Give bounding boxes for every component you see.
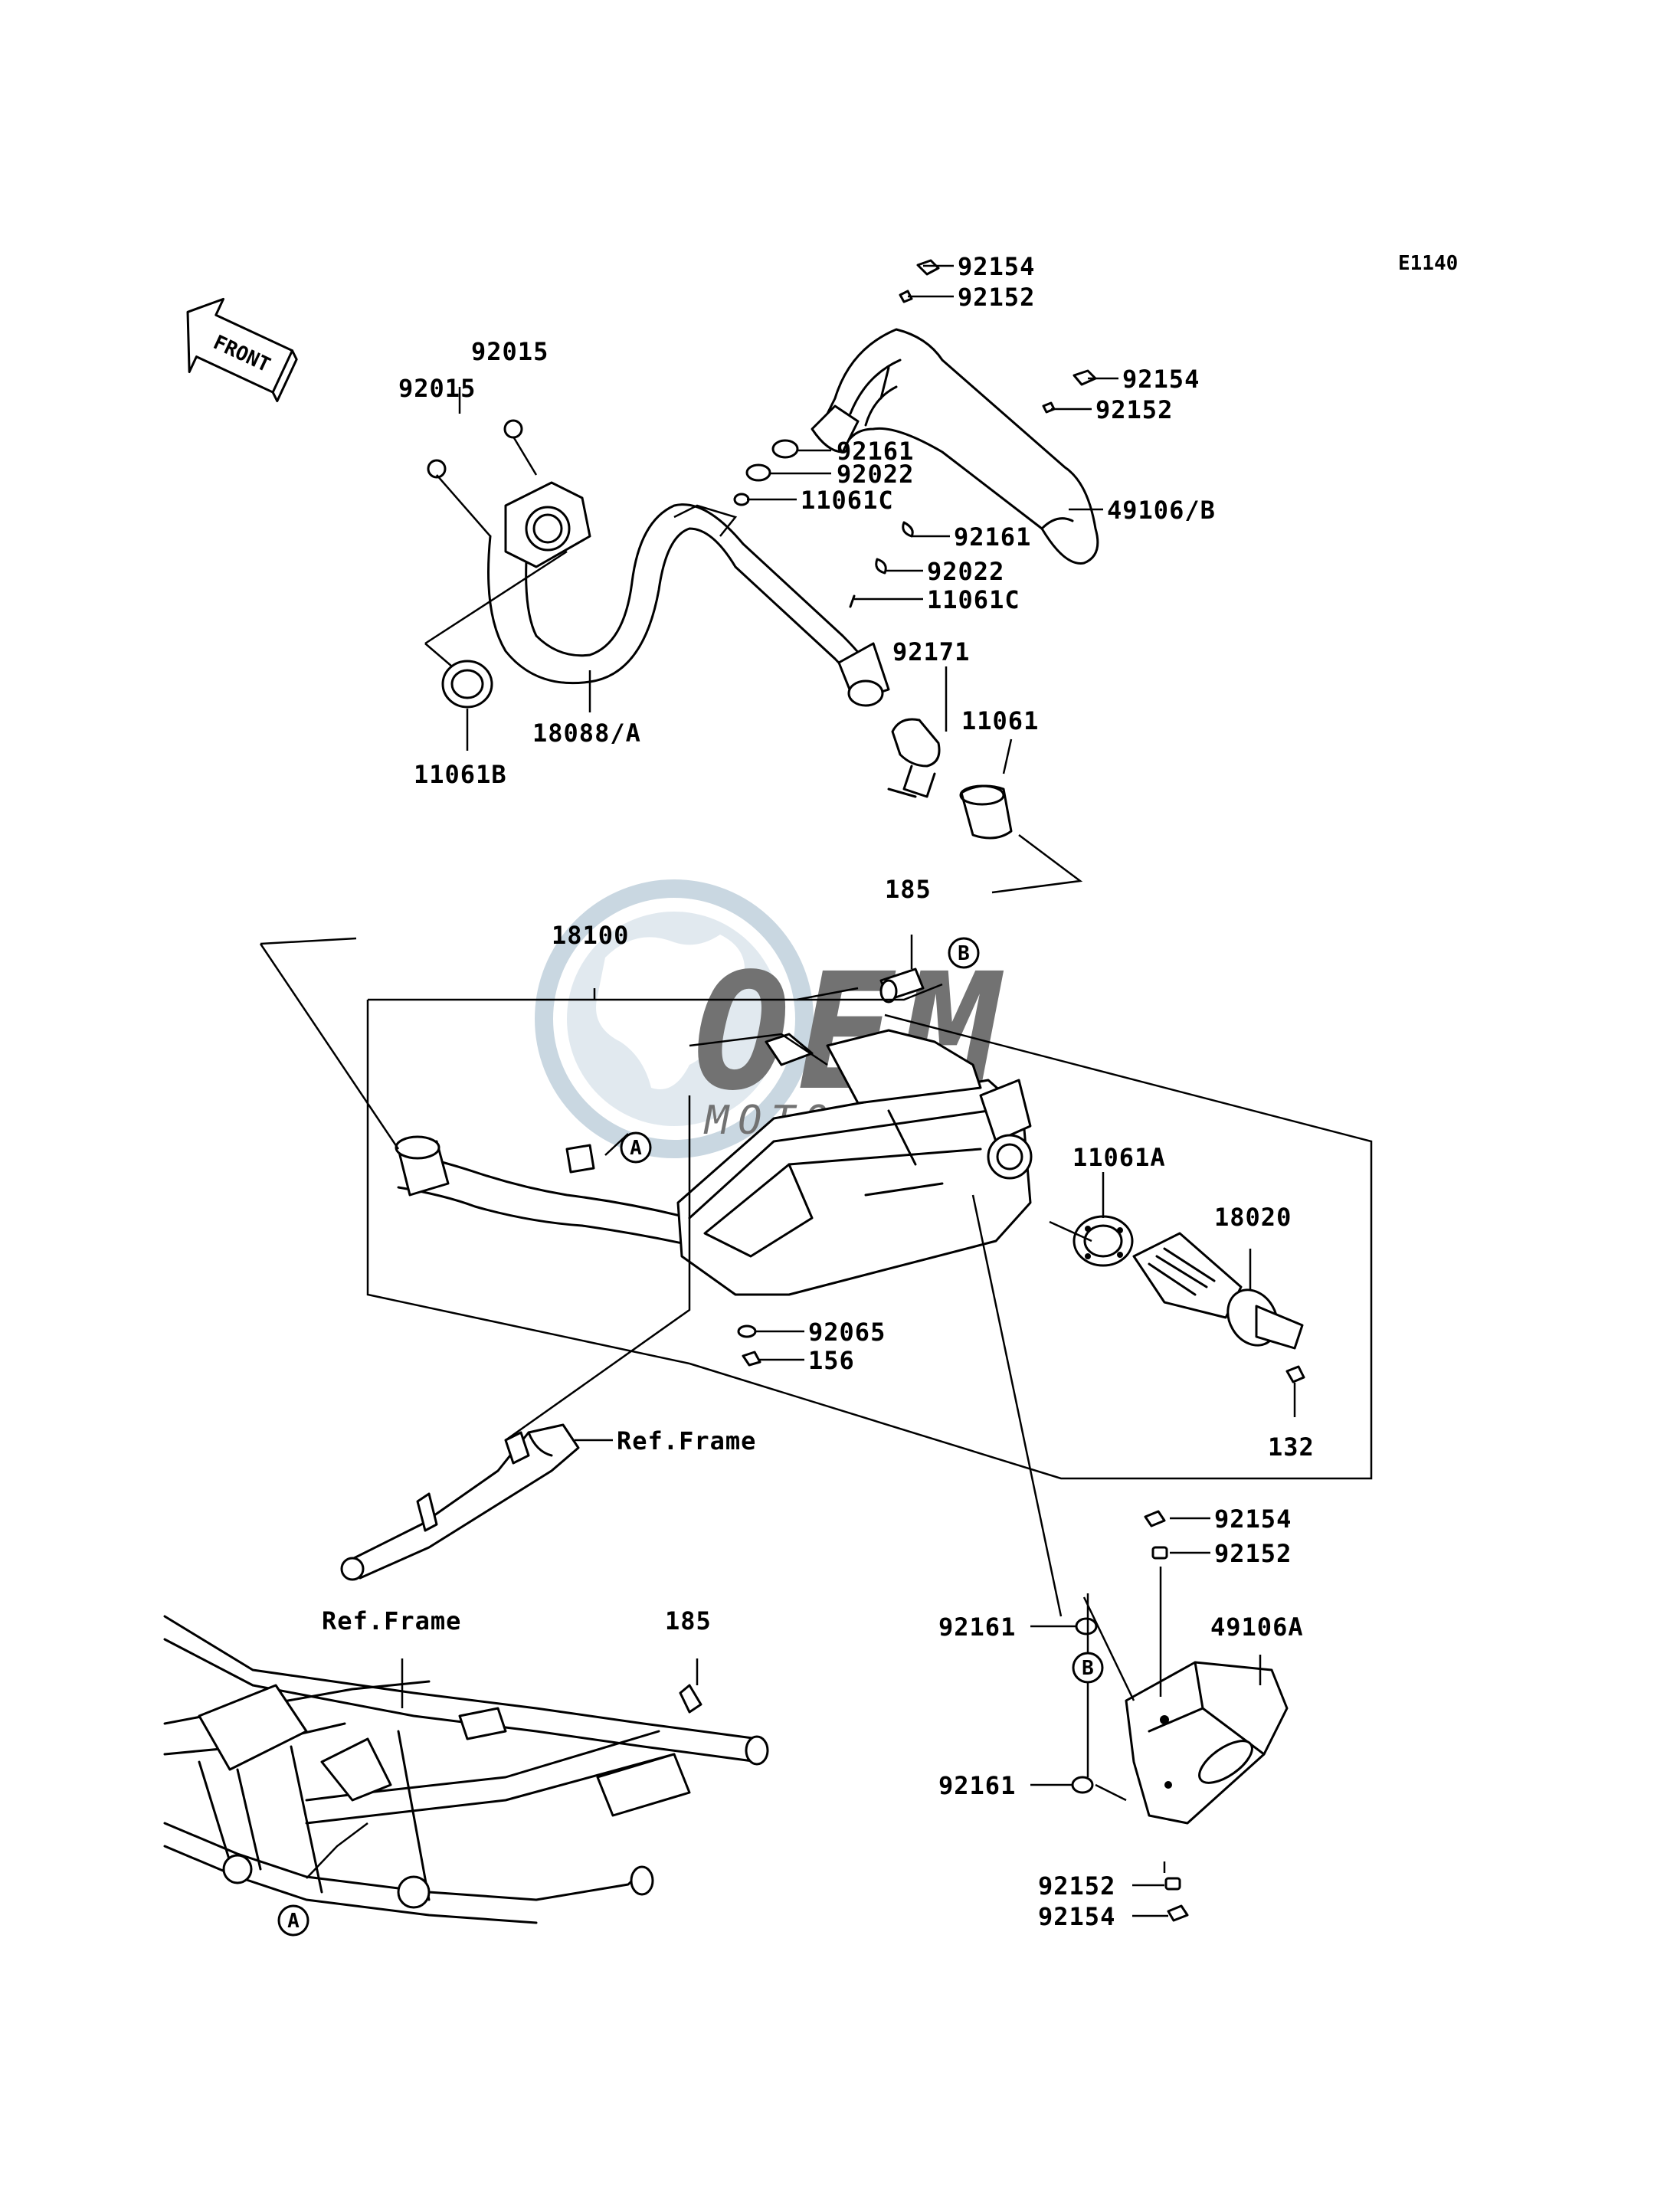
part-label: 18020 [1214,1203,1292,1232]
callout-a-muffler-letter: A [630,1137,642,1160]
upper-fasteners [427,259,1097,608]
gasket-11061b [441,660,493,709]
part-label: 18088/A [532,719,641,748]
part-label: 92154 [1038,1902,1115,1931]
part-label: 92154 [1214,1505,1292,1534]
part-label: 92152 [958,283,1035,312]
part-label: 92015 [398,374,476,403]
part-label: 92161 [837,437,914,466]
callout-b-guard: B [1072,1652,1104,1684]
part-label: 132 [1268,1432,1315,1462]
callout-a-muffler: A [620,1131,652,1164]
callout-a-frame: A [277,1904,309,1937]
part-label: 92152 [1038,1871,1115,1901]
part-label: 11061B [414,760,507,789]
muffler-18100 [395,1029,1033,1296]
part-label: 92152 [1095,395,1173,424]
frame-main [163,1615,769,1924]
gasket-11061a [1073,1215,1134,1267]
heat-guard-49106b [811,328,1099,565]
callout-b-top-letter: B [958,942,970,965]
part-label: 92022 [837,460,914,489]
part-label: 92154 [958,252,1035,281]
frame-bracket [340,1423,580,1581]
callout-b-top: B [948,937,980,969]
watermark-continents [596,935,745,1089]
spark-arrester-18020 [1132,1232,1304,1350]
gasket-11061 [959,784,1013,840]
part-label: 92154 [1122,365,1200,394]
muffler-fasteners [737,968,925,1367]
part-label: 92161 [938,1613,1016,1642]
exhaust-pipe-18088a [487,481,890,707]
part-label: 92171 [892,637,970,666]
bolt-132 [1285,1365,1305,1383]
part-label: 11061C [801,486,894,515]
part-label: 92152 [1214,1539,1292,1568]
callout-a-frame-letter: A [287,1910,300,1933]
part-label: 11061C [927,585,1020,614]
part-label: 92161 [938,1771,1016,1800]
part-labels: 92154 92152 92154 92152 92015 92015 9216… [322,252,1315,1931]
part-label: Ref.Frame [617,1426,756,1455]
part-label: Ref.Frame [322,1606,461,1635]
part-label: 18100 [552,921,629,950]
part-label: 92161 [954,522,1031,552]
leader-lines [259,264,1373,1917]
part-label: 92015 [471,337,549,366]
part-label: 92022 [927,557,1004,586]
part-label: 11061 [961,706,1039,735]
heat-guard-49106a [1125,1661,1289,1825]
part-label: 92065 [808,1318,886,1347]
part-label: 49106/B [1107,496,1216,525]
part-label: 49106A [1210,1613,1304,1642]
part-label: 185 [885,875,932,904]
part-label: 185 [665,1606,712,1635]
part-label: 11061A [1073,1143,1166,1172]
front-arrow-icon: FRONT [186,297,298,403]
diagram-code: E1140 [1398,252,1458,275]
part-label: 156 [808,1346,855,1375]
callout-b-guard-letter: B [1082,1657,1094,1680]
clamp-92171 [887,718,941,798]
watermark-globe [535,879,814,1158]
